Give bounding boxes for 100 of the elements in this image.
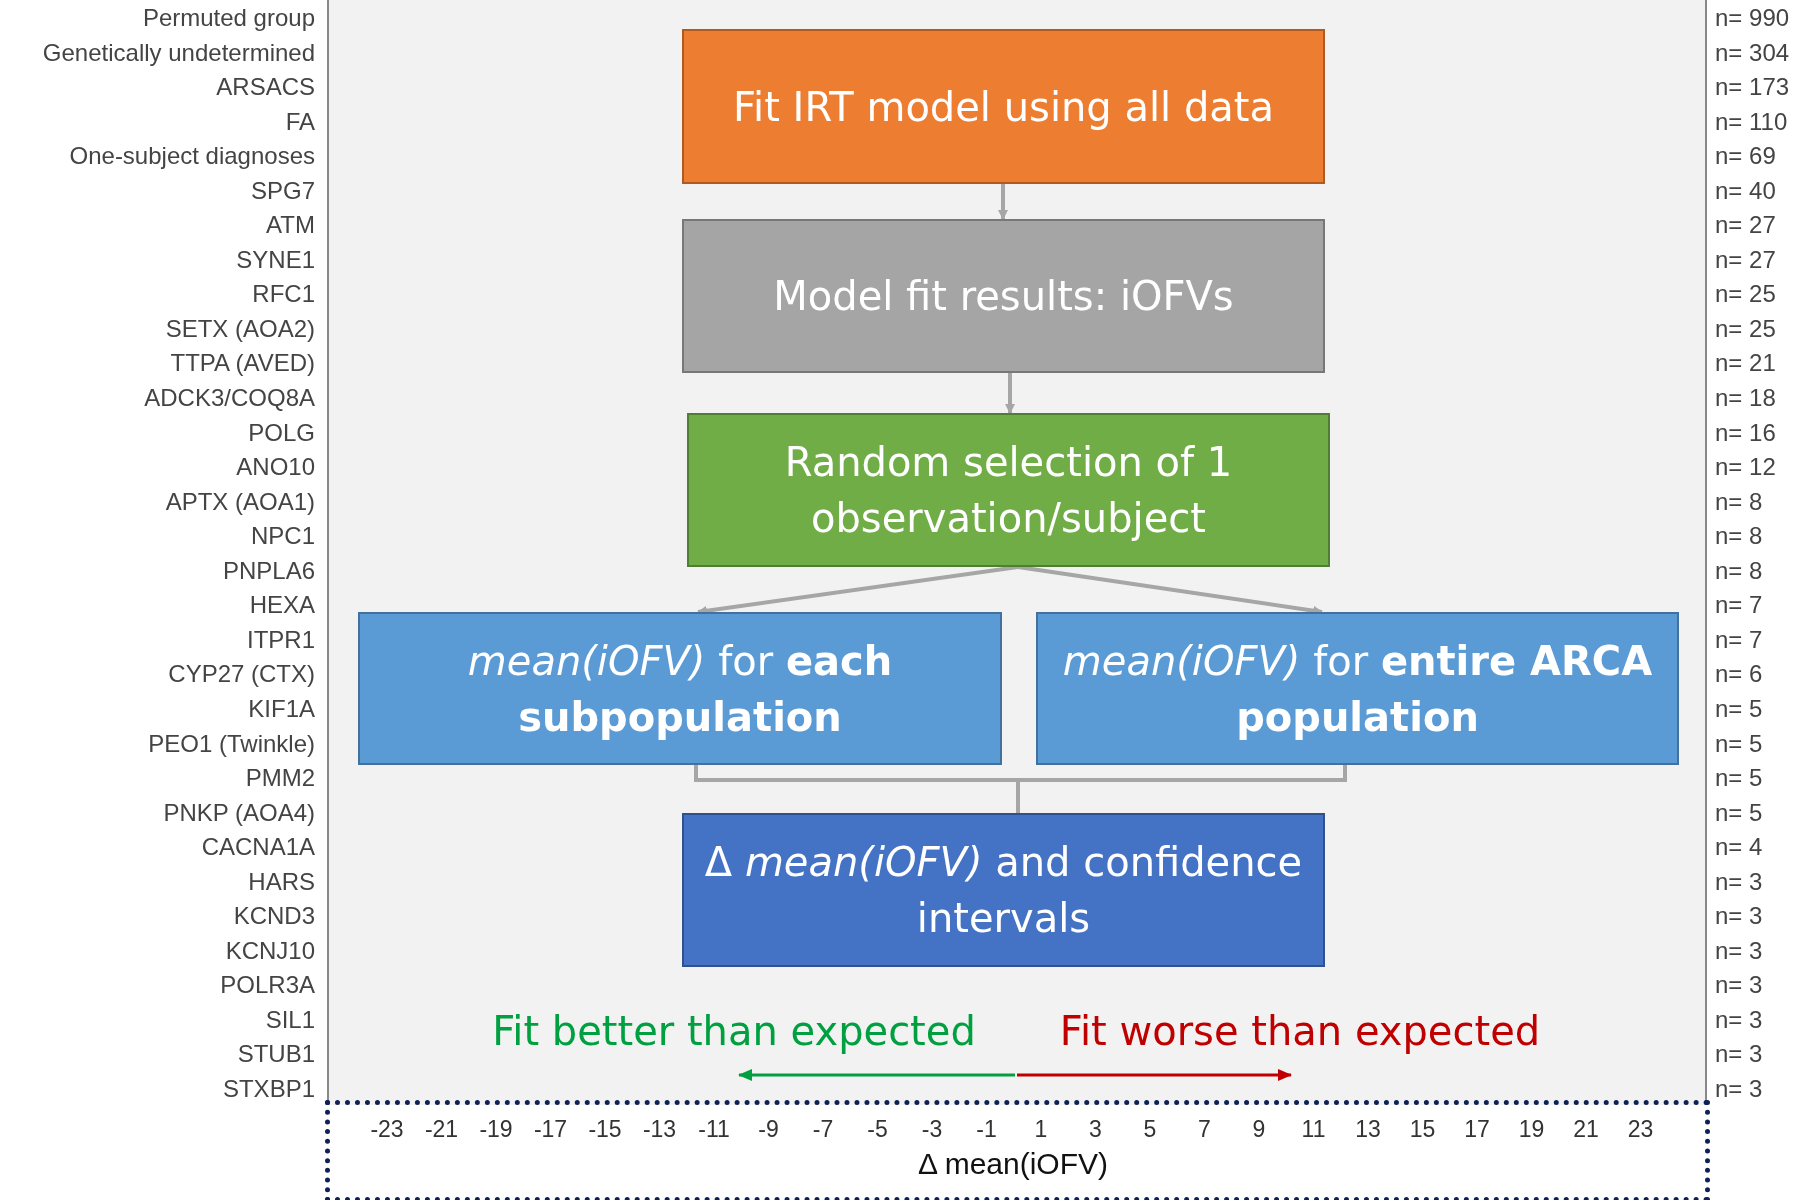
tick-label: 3 <box>1088 1115 1103 1144</box>
tick-label: 7 <box>1197 1115 1212 1144</box>
count-label: n= 304 <box>1715 37 1790 68</box>
tick-label: -5 <box>866 1115 889 1144</box>
arrow <box>1005 373 1015 414</box>
process-box <box>682 813 1325 967</box>
row-label: CACNA1A <box>201 832 315 863</box>
row-label: ADCK3/COQ8A <box>144 383 315 414</box>
tick-label: -11 <box>697 1115 731 1144</box>
tick-label: -17 <box>532 1115 569 1144</box>
count-label: n= 3 <box>1715 866 1763 897</box>
row-label: STXBP1 <box>222 1074 315 1104</box>
node-text: Fit IRT model using all data <box>733 82 1274 132</box>
count-label: n= 25 <box>1715 313 1776 344</box>
count-label: n= 69 <box>1715 141 1776 172</box>
tick-label: 19 <box>1517 1115 1546 1144</box>
tick-label: -9 <box>757 1115 780 1144</box>
row-label: ARSACS <box>216 72 315 103</box>
row-label: PNPLA6 <box>222 555 315 586</box>
count-label: n= 5 <box>1715 693 1763 724</box>
row-label: Permuted group <box>142 3 315 33</box>
row-label: CYP27 (CTX) <box>168 659 315 690</box>
row-label: Genetically undetermined <box>42 37 315 68</box>
tick-label: -15 <box>587 1115 623 1144</box>
row-label: PEO1 (Twinkle) <box>148 728 315 759</box>
row-label: STUB1 <box>237 1039 315 1070</box>
tick-label: -19 <box>478 1115 514 1144</box>
row-label: ITPR1 <box>247 624 315 655</box>
tick-label: 23 <box>1626 1115 1655 1144</box>
count-label: n= 173 <box>1715 72 1790 103</box>
process-box <box>358 612 1002 765</box>
row-label: One-subject diagnoses <box>69 141 315 172</box>
count-label: n= 4 <box>1715 832 1763 863</box>
row-label: SETX (AOA2) <box>165 313 315 344</box>
process-box <box>687 413 1330 567</box>
row-label: POLG <box>248 417 315 448</box>
process-box <box>1036 612 1679 765</box>
count-label: n= 12 <box>1715 452 1776 483</box>
row-label: RFC1 <box>252 279 315 310</box>
row-label: SIL1 <box>265 1004 315 1035</box>
row-label: FA <box>285 106 315 137</box>
process-box <box>682 219 1325 373</box>
direction-label: Fit worse than expected <box>1058 1008 1542 1054</box>
count-label: n= 8 <box>1715 555 1763 586</box>
count-label: n= 3 <box>1715 901 1763 932</box>
count-label: n= 990 <box>1715 3 1790 33</box>
axis-title: Δ mean(iOFV) <box>916 1147 1110 1181</box>
count-label: n= 18 <box>1715 383 1776 414</box>
tick-label: -21 <box>423 1115 460 1144</box>
tick-label: 5 <box>1142 1115 1158 1144</box>
count-label: n= 27 <box>1715 244 1776 275</box>
tick-label: -3 <box>920 1115 944 1144</box>
node-text: Model fit results: iOFVs <box>773 272 1234 321</box>
count-label: n= 5 <box>1715 797 1763 828</box>
count-label: n= 8 <box>1715 486 1763 517</box>
tick-label: 9 <box>1251 1115 1267 1144</box>
tick-label: -7 <box>811 1115 835 1144</box>
count-label: n= 6 <box>1715 659 1763 690</box>
tick-label: 13 <box>1354 1115 1382 1144</box>
row-label: POLR3A <box>220 970 315 1001</box>
count-label: n= 7 <box>1715 624 1763 655</box>
count-label: n= 16 <box>1715 417 1776 448</box>
count-label: n= 40 <box>1715 175 1776 206</box>
node-text: mean(iOFV) for each subpopulation <box>466 636 894 742</box>
node-text: Δ mean(iOFV) and confidence intervals <box>704 838 1303 943</box>
row-label: KCND3 <box>233 901 315 932</box>
row-label: HEXA <box>249 590 315 621</box>
direction-label: Fit better than expected <box>491 1008 977 1054</box>
node-text: Random selection of 1 observation/subject <box>783 438 1234 543</box>
row-label: NPC1 <box>250 521 315 552</box>
row-label: KCNJ10 <box>225 935 315 966</box>
count-label: n= 25 <box>1715 279 1776 310</box>
count-label: n= 3 <box>1715 935 1763 966</box>
count-label: n= 3 <box>1715 1074 1763 1104</box>
count-label: n= 110 <box>1715 106 1788 137</box>
tick-label: 15 <box>1408 1115 1437 1144</box>
process-box <box>682 29 1325 184</box>
tick-label: -13 <box>641 1115 678 1144</box>
row-label: SYNE1 <box>236 244 315 275</box>
tick-label: 17 <box>1463 1115 1491 1144</box>
count-label: n= 5 <box>1715 763 1763 794</box>
tick-label: 1 <box>1033 1115 1049 1144</box>
tick-label: 11 <box>1300 1115 1327 1144</box>
count-label: n= 7 <box>1715 590 1763 621</box>
count-label: n= 5 <box>1715 728 1763 759</box>
count-label: n= 3 <box>1715 1039 1763 1070</box>
row-label: ATM <box>266 210 315 241</box>
count-label: n= 3 <box>1715 1004 1763 1035</box>
row-label: KIF1A <box>248 693 315 724</box>
arrow <box>998 184 1008 220</box>
tick-label: -1 <box>975 1115 998 1144</box>
count-label: n= 21 <box>1715 348 1776 379</box>
tick-label: -23 <box>369 1115 405 1144</box>
row-label: PMM2 <box>245 763 315 794</box>
count-label: n= 3 <box>1715 970 1763 1001</box>
row-label: PNKP (AOA4) <box>163 797 315 828</box>
node-text: mean(iOFV) for entire ARCA population <box>1061 636 1654 742</box>
row-label: TTPA (AVED) <box>170 348 315 379</box>
row-label: HARS <box>248 866 315 897</box>
count-label: n= 8 <box>1715 521 1763 552</box>
